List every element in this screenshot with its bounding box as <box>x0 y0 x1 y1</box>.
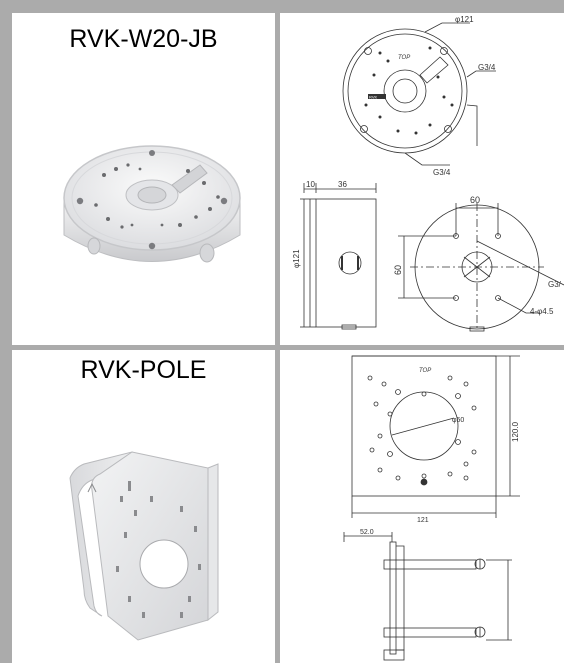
junction-box-photo-cell: RVK-W20-JB <box>12 13 275 345</box>
top-port-bottom-label: G3/4 <box>433 168 451 177</box>
pole-bracket-drawing-cell: 120.0 121 φ50 TOP 52.0 <box>280 350 564 663</box>
front-dim-60-horizontal: 60 <box>470 195 480 205</box>
pole-top-mark: TOP <box>419 368 431 374</box>
pole-height-label: 120.0 <box>511 421 520 442</box>
junction-box-drawing-cell: RVK TOP φ121 G3/4 G3/4 10 36 φ121 <box>280 13 564 345</box>
junction-box-drawing: RVK TOP φ121 G3/4 G3/4 10 36 φ121 <box>292 15 564 332</box>
top-port-right-label: G3/4 <box>478 63 496 72</box>
side-dim-10: 10 <box>306 180 315 189</box>
top-view-top-mark: TOP <box>398 55 410 61</box>
pole-width-label: 121 <box>417 517 429 524</box>
pole-bracket-drawing: 120.0 121 φ50 TOP 52.0 <box>343 355 520 661</box>
front-dim-60-vertical: 60 <box>393 265 403 275</box>
junction-box-image <box>63 145 241 263</box>
pole-bracket-image <box>69 451 219 641</box>
side-height-label: φ121 <box>292 249 301 268</box>
pole-depth-label: 52.0 <box>360 529 374 536</box>
front-holes-label: 4-φ4.5 <box>530 307 554 316</box>
top-view-brand-label: RVK <box>369 95 377 100</box>
top-diameter-label: φ121 <box>455 15 474 24</box>
pole-hole-diameter-label: φ50 <box>452 417 464 424</box>
front-port-label: G3/ <box>548 280 562 289</box>
pole-bracket-photo-cell: RVK-POLE <box>12 350 275 663</box>
product-name-pole-bracket: RVK-POLE <box>80 356 207 384</box>
side-dim-36: 36 <box>338 180 347 189</box>
product-name-junction-box: RVK-W20-JB <box>69 25 218 53</box>
